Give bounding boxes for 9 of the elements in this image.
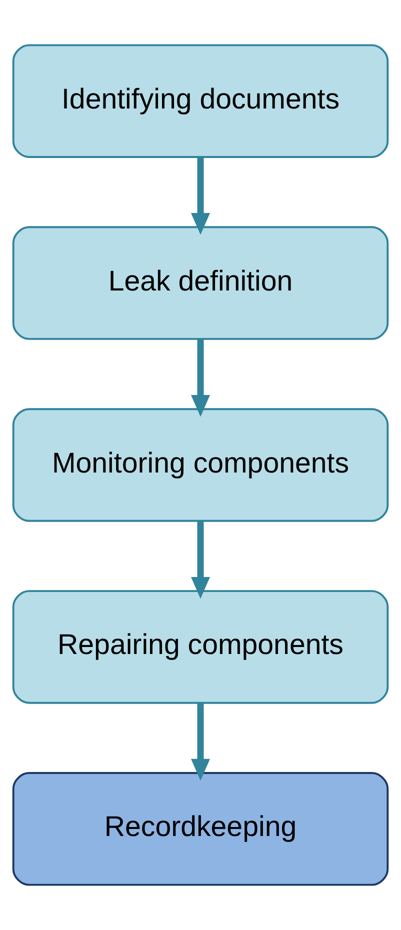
node-box: Recordkeeping: [12, 772, 389, 886]
arrow: [190, 157, 210, 235]
node-box: Identifying documents: [12, 44, 389, 158]
node-box: Leak definition: [12, 226, 389, 340]
node-box: Repairing components: [12, 590, 389, 704]
arrow: [190, 521, 210, 599]
arrow: [190, 703, 210, 781]
node-box: Monitoring components: [12, 408, 389, 522]
arrow: [190, 339, 210, 417]
